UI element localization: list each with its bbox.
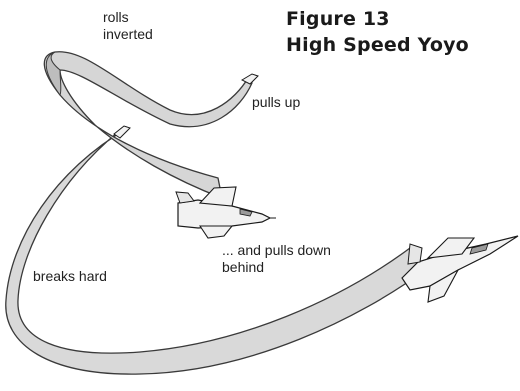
- label-inverted: inverted: [103, 26, 153, 42]
- label-pulls-up: pulls up: [252, 94, 300, 110]
- figure-title: High Speed Yoyo: [286, 34, 469, 56]
- label-behind: behind: [222, 259, 264, 275]
- label-rolls: rolls: [103, 9, 129, 25]
- target-aircraft: [402, 236, 518, 302]
- label-pulls-down: ... and pulls down: [222, 242, 331, 258]
- figure-number: Figure 13: [286, 8, 390, 30]
- attacker-aircraft: [176, 187, 276, 238]
- label-breaks-hard: breaks hard: [33, 268, 107, 284]
- ribbon-yoyo-loop: [44, 52, 252, 198]
- aircraft-end-left: [114, 126, 130, 138]
- ribbon-breaking-turn: [6, 128, 425, 374]
